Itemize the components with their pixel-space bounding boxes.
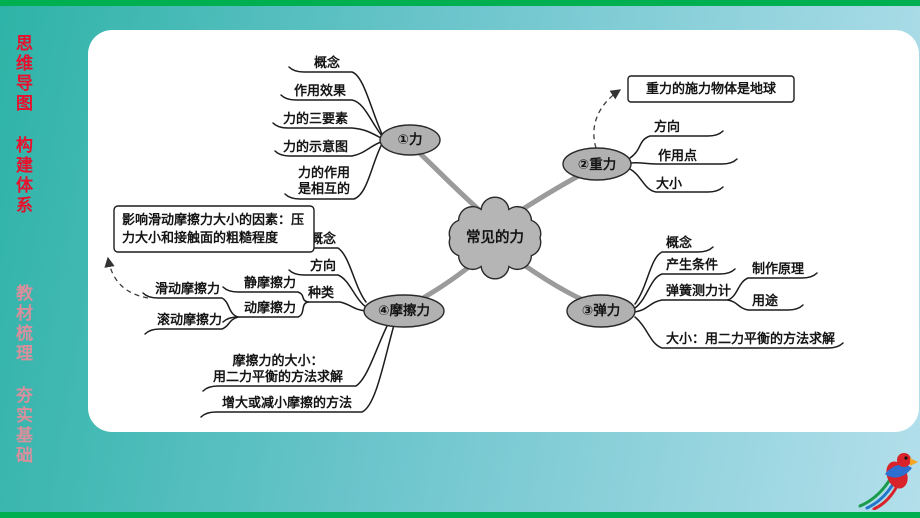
elastic-ellipse: [566, 294, 636, 328]
force-mutual-label-line2: 是相互的: [297, 181, 350, 196]
force-branch-lines: [272, 66, 383, 200]
gravity-branch-lines: [593, 89, 738, 193]
gravity-point-label: 作用点: [658, 148, 697, 163]
elastic-concept-label: 概念: [666, 235, 692, 250]
friction-note-label-line1: 影响滑动摩擦力大小的因素：压: [122, 212, 304, 227]
friction-direction-label: 方向: [310, 258, 336, 273]
friction-node-label: ④摩擦力: [378, 302, 430, 318]
friction-static-label: 静摩擦力: [244, 275, 296, 290]
friction-kinetic-label: 动摩擦力: [244, 300, 296, 315]
force-node-label: ①力: [398, 131, 423, 147]
force-effect-label: 作用效果: [294, 83, 346, 98]
gravity-node-label: ②重力: [578, 156, 616, 172]
gravity-node[interactable]: ②重力: [562, 147, 632, 181]
elastic-principle-label: 制作原理: [752, 261, 804, 276]
force-node[interactable]: ①力: [379, 124, 441, 156]
cloud-shape: [448, 196, 542, 280]
elastic-node-label: ③弹力: [582, 302, 620, 318]
friction-sliding-label: 滑动摩擦力: [155, 281, 220, 296]
gravity-note-label: 重力的施力物体是地球: [646, 81, 777, 96]
force-ellipse: [379, 124, 441, 156]
friction-ellipse: [363, 294, 445, 328]
elastic-condition-label: 产生条件: [666, 257, 718, 272]
friction-branch-lines: [104, 242, 395, 418]
gravity-note-box: 重力的施力物体是地球: [627, 75, 795, 103]
friction-types-label: 种类: [307, 285, 335, 300]
force-diagram-label: 力的示意图: [283, 139, 348, 154]
elastic-node[interactable]: ③弹力: [566, 294, 636, 328]
friction-concept-label: 概念: [310, 231, 336, 246]
bird-body: [885, 453, 918, 489]
elastic-spring-scale-label: 弹簧测力计: [666, 283, 731, 298]
friction-note-label-line2: 力大小和接触面的粗糙程度: [122, 230, 279, 245]
center-node[interactable]: 常见的力: [448, 196, 542, 280]
friction-rolling-label: 滚动摩擦力: [157, 312, 222, 327]
bird-decoration: [858, 453, 918, 510]
gravity-magnitude-label: 大小: [656, 176, 682, 191]
mindmap: 常见的力 ①力 ②重力 ③弹力 ④摩擦力 概念 作用效果 力的三要素 力的示意图…: [104, 55, 844, 418]
center-label: 常见的力: [466, 228, 524, 246]
force-three-elements-label: 力的三要素: [283, 111, 348, 126]
elastic-branch-lines: [634, 246, 844, 349]
friction-methods-label: 增大或减小摩擦的方法: [222, 395, 352, 410]
slide-content-panel: 常见的力 ①力 ②重力 ③弹力 ④摩擦力 概念 作用效果 力的三要素 力的示意图…: [88, 30, 919, 432]
gravity-note-rect: [627, 75, 795, 103]
friction-note-box: 影响滑动摩擦力大小的因素：压 力大小和接触面的粗糙程度: [113, 205, 315, 253]
top-green-bar: [0, 0, 920, 6]
friction-magnitude-label-line2: 用二力平衡的方法求解: [212, 369, 343, 384]
gravity-direction-label: 方向: [654, 119, 680, 134]
friction-magnitude-label-line1: 摩擦力的大小：: [232, 353, 323, 368]
sidebar-title-bottom: 教材梳理 夯实基础: [13, 284, 32, 466]
force-concept-label: 概念: [314, 55, 340, 70]
friction-note-rect: [113, 205, 315, 253]
gravity-ellipse: [562, 147, 632, 181]
bottom-green-bar: [0, 512, 920, 518]
friction-node[interactable]: ④摩擦力: [363, 294, 445, 328]
elastic-magnitude-label: 大小：用二力平衡的方法求解: [666, 331, 835, 346]
sidebar-title-top: 思维导图 构建体系: [13, 34, 32, 216]
force-mutual-label-line1: 力的作用: [298, 165, 350, 180]
elastic-usage-label: 用途: [751, 293, 779, 308]
